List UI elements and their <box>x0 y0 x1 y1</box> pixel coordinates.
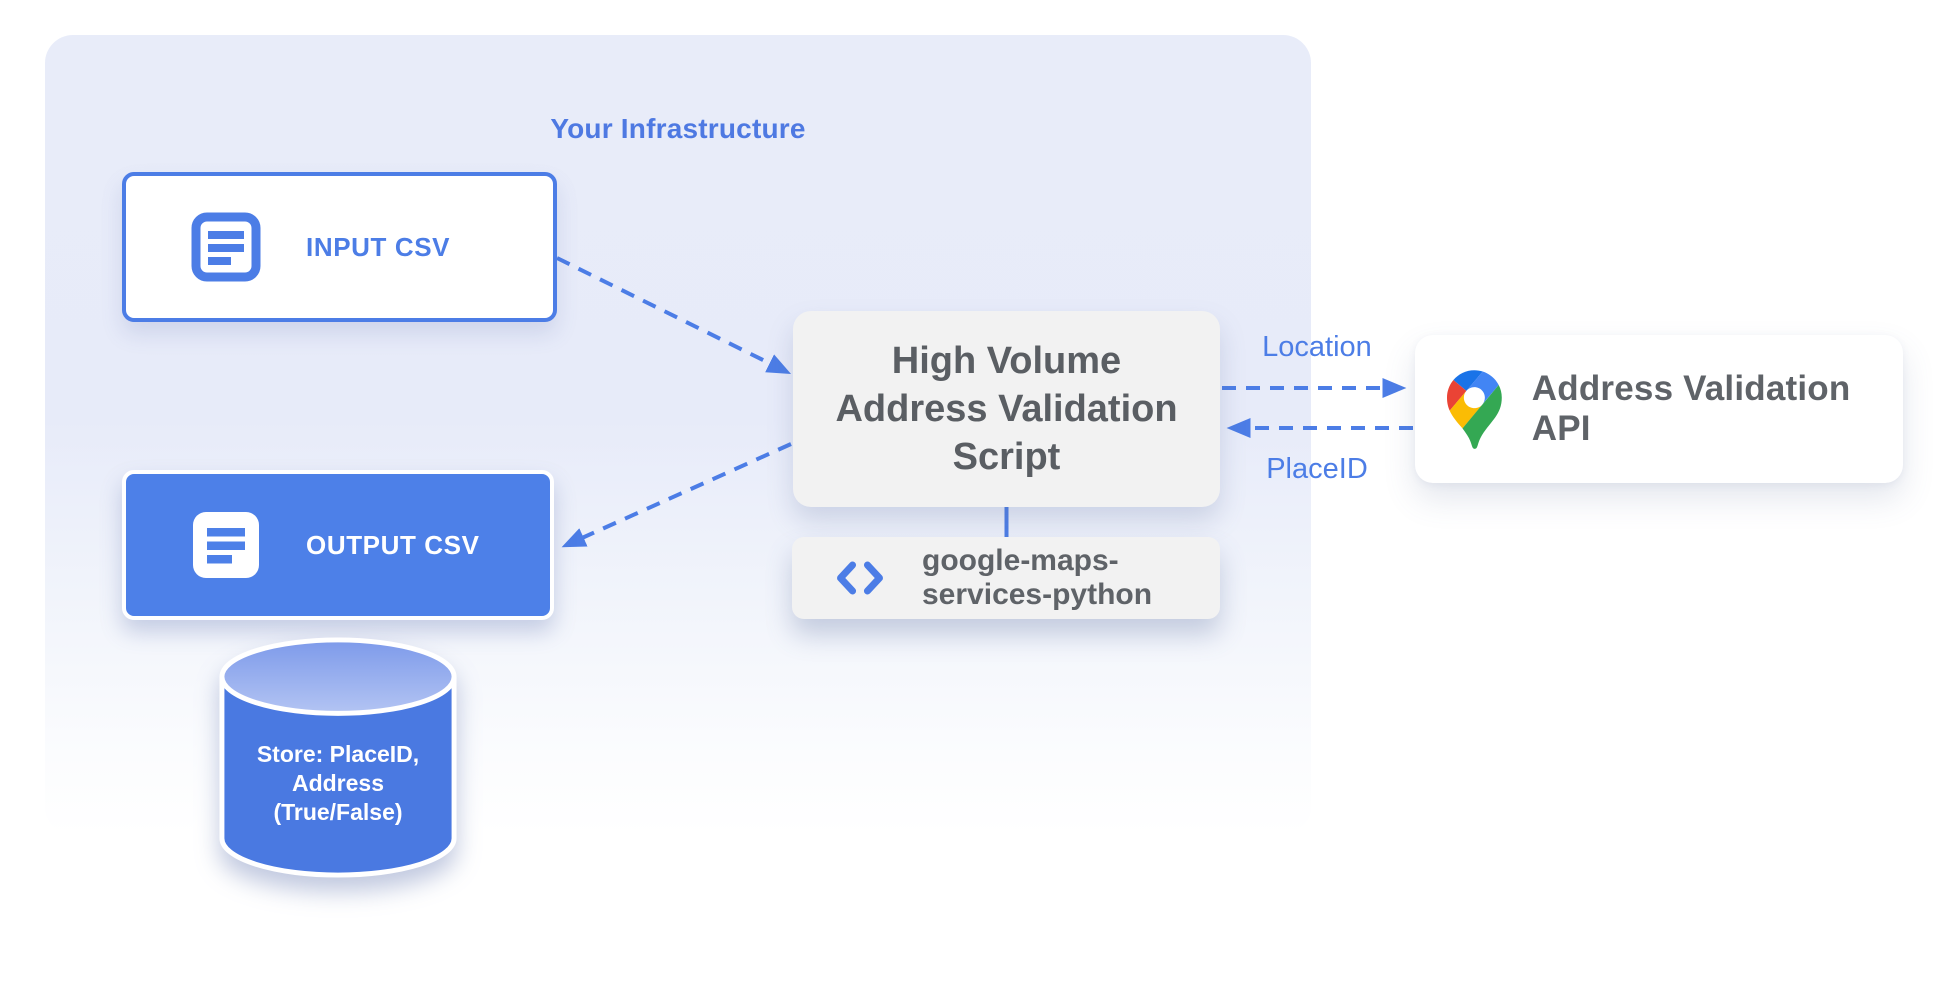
library-name-line: services-python <box>922 578 1153 611</box>
library-node: google-maps- services-python <box>792 537 1220 619</box>
validation-script-node: High Volume Address Validation Script <box>793 311 1220 507</box>
datastore-label-line: Store: PlaceID, <box>256 741 420 767</box>
cylinder-top <box>219 637 457 716</box>
placeid-edge-label: PlaceID <box>1266 453 1368 485</box>
location-edge-label: Location <box>1262 331 1372 363</box>
code-brackets-icon <box>837 561 883 595</box>
document-lines-icon <box>191 212 261 282</box>
datastore-cylinder <box>219 637 457 878</box>
datastore-label-line: (True/False) <box>273 799 403 825</box>
input-csv-node: INPUT CSV <box>122 172 557 322</box>
datastore-label: Store: PlaceID, Address (True/False) <box>214 740 462 827</box>
script-title-line: Script <box>952 436 1061 478</box>
script-title-line: High Volume <box>891 340 1122 382</box>
output-csv-node: OUTPUT CSV <box>122 470 554 620</box>
library-name-line: google-maps- <box>922 544 1119 577</box>
input-csv-label: INPUT CSV <box>306 231 451 262</box>
google-maps-pin-icon <box>1447 369 1502 449</box>
datastore-label-line: Address <box>291 770 385 796</box>
address-validation-api-node: Address Validation API <box>1415 335 1903 483</box>
api-label: Address Validation API <box>1531 369 1851 448</box>
container-title: Your Infrastructure <box>550 113 806 144</box>
cylinder-body <box>219 676 457 878</box>
script-title-line: Address Validation <box>835 388 1178 430</box>
document-lines-icon <box>193 512 259 578</box>
output-csv-label: OUTPUT CSV <box>306 529 480 560</box>
